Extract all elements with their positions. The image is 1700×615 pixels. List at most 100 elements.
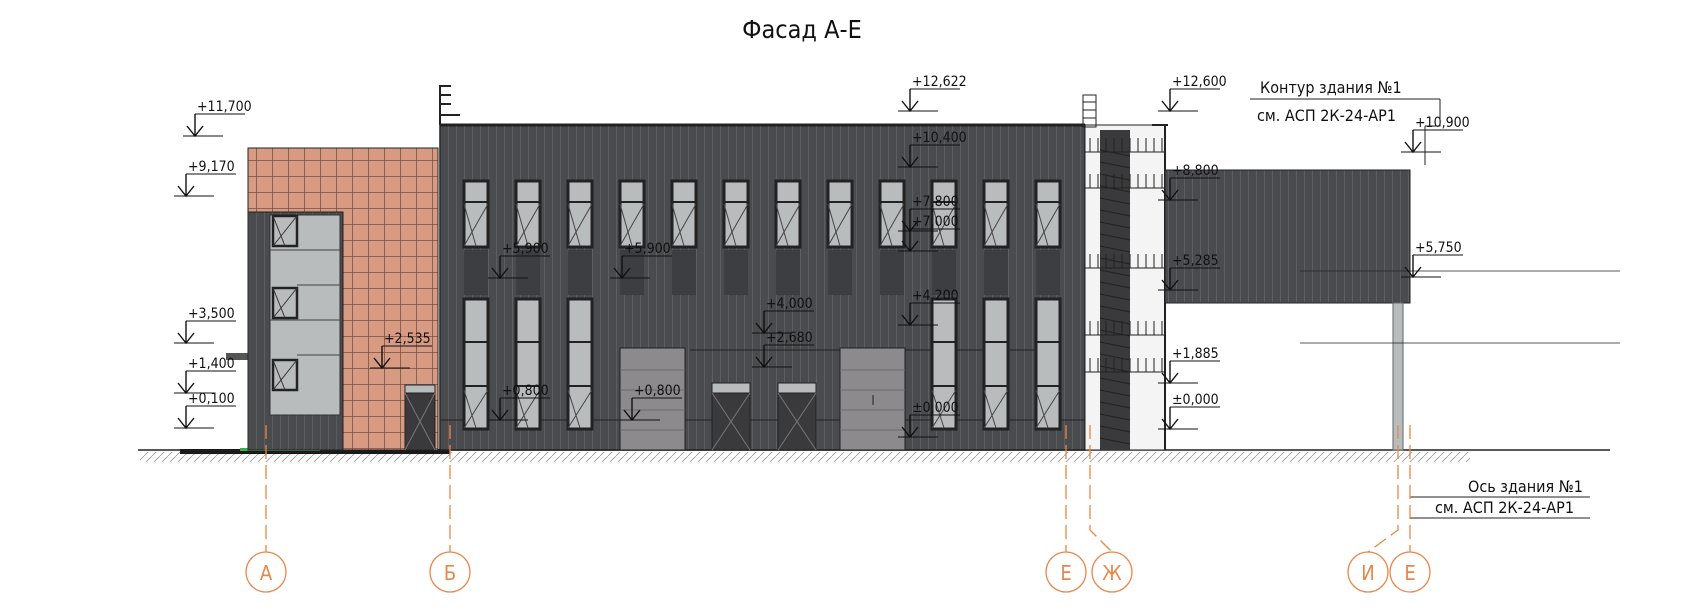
window-upper	[670, 179, 698, 295]
window-lower	[566, 297, 594, 431]
window-upper	[774, 179, 802, 295]
window-upper	[722, 179, 750, 295]
axis-note-line2: см. АСП 2К-24-АР1	[1435, 498, 1574, 517]
level-mark-label: +2,680	[766, 330, 813, 346]
axis-bubble	[1389, 551, 1431, 593]
level-mark-label: +0,100	[188, 391, 235, 407]
door-1	[711, 382, 751, 451]
window-upper	[930, 179, 958, 295]
level-mark: +1,400	[174, 356, 236, 395]
axis-label: Е	[1060, 561, 1071, 585]
level-mark: +0,800	[620, 383, 682, 422]
window-upper	[566, 179, 594, 295]
antenna	[439, 85, 460, 125]
level-mark: +11,700	[183, 99, 252, 138]
level-mark: +8,800	[1158, 163, 1220, 202]
level-mark-label: +12,622	[912, 74, 967, 90]
level-mark-label: +5,750	[1415, 240, 1462, 256]
level-mark: +5,900	[488, 241, 550, 280]
window-lower	[514, 297, 542, 431]
level-mark-label: +9,170	[188, 159, 235, 175]
bridge	[1164, 169, 1411, 451]
level-mark: +0,100	[174, 391, 236, 430]
window-upper	[1034, 179, 1062, 295]
main-building	[439, 85, 1086, 451]
window-upper	[826, 179, 854, 295]
axis-e2: Е	[1389, 425, 1431, 593]
window-upper	[462, 179, 490, 295]
level-mark: +7,000	[898, 214, 960, 253]
level-mark: +5,750	[1401, 240, 1463, 279]
stair-tower	[1082, 94, 1168, 451]
axis-label: Ж	[1102, 561, 1122, 585]
level-mark-label: +1,400	[188, 356, 235, 372]
axis-b: Б	[429, 425, 471, 593]
axis-a: А	[245, 425, 287, 593]
level-mark-label: +10,900	[1415, 115, 1470, 131]
level-mark-label: +2,535	[384, 331, 431, 347]
level-mark-label: +0,800	[634, 383, 681, 399]
axis-note-line1: Ось здания №1	[1468, 477, 1583, 496]
level-mark: +10,900	[1401, 115, 1470, 154]
level-mark: +4,000	[752, 296, 814, 335]
lower-windows	[462, 297, 1062, 431]
level-mark: +12,622	[898, 74, 967, 113]
level-mark-label: +11,700	[197, 99, 252, 115]
window-upper	[514, 179, 542, 295]
door-2	[777, 382, 817, 451]
window-lower	[462, 297, 490, 431]
level-mark: +0,800	[488, 383, 550, 422]
window-upper	[618, 179, 646, 295]
level-mark: +1,885	[1158, 346, 1220, 385]
level-marks: +11,700 +9,170 +3,500 +1,400 +0,100 +2,535 +5,…	[174, 74, 1470, 439]
contour-note-line1: Контур здания №1	[1260, 78, 1402, 97]
level-mark-label: +3,500	[188, 306, 235, 322]
level-mark: +7,800	[898, 194, 960, 233]
axis-bubble	[429, 551, 471, 593]
gate-right	[839, 347, 906, 451]
level-mark: +10,400	[898, 130, 967, 169]
axis-bubble	[1347, 551, 1389, 593]
level-mark-label: +4,200	[912, 288, 959, 304]
level-mark: +2,535	[370, 331, 432, 370]
contour-note: Контур здания №1 см. АСП 2К-24-АР1	[1250, 78, 1441, 165]
upper-windows	[462, 179, 1062, 295]
level-mark: +3,500	[174, 306, 236, 345]
window-lower	[1034, 297, 1062, 431]
level-mark: +4,200	[898, 288, 960, 327]
window-upper	[878, 179, 906, 295]
axis-i: И	[1347, 425, 1399, 593]
window-lower	[930, 297, 958, 431]
window-lower	[982, 297, 1010, 431]
contour-note-line2: см. АСП 2К-24-АР1	[1257, 106, 1396, 125]
level-mark-label: +10,400	[912, 130, 967, 146]
level-mark-label: +12,600	[1172, 74, 1227, 90]
level-mark: +2,680	[752, 330, 814, 369]
drawing-title: Фасад А-Е	[742, 15, 862, 44]
level-mark: +5,900	[610, 241, 672, 280]
level-mark: ±0,000	[898, 400, 960, 439]
level-mark-label: +8,800	[1172, 163, 1219, 179]
gate-left	[619, 347, 686, 451]
axis-label: Б	[444, 561, 456, 585]
level-mark-label: ±0,000	[1172, 392, 1219, 408]
axis-e1: Е	[1045, 425, 1087, 593]
axis-label: Е	[1404, 561, 1415, 585]
axis-bubble	[1091, 551, 1133, 593]
axis-bubble	[245, 551, 287, 593]
axis-bubble	[1045, 551, 1087, 593]
level-mark-label: +1,885	[1172, 346, 1219, 362]
level-mark-label: +5,285	[1172, 253, 1219, 269]
axis-note: Ось здания №1 см. АСП 2К-24-АР1	[1410, 477, 1590, 519]
axis-label: А	[260, 561, 273, 585]
level-mark: +9,170	[174, 159, 236, 198]
left-door	[404, 384, 436, 451]
level-mark: ±0,000	[1158, 392, 1220, 431]
left-wing	[226, 147, 439, 451]
level-mark: +12,600	[1158, 74, 1227, 113]
level-mark-label: ±0,000	[912, 400, 959, 416]
level-mark-label: +7,000	[912, 214, 959, 230]
